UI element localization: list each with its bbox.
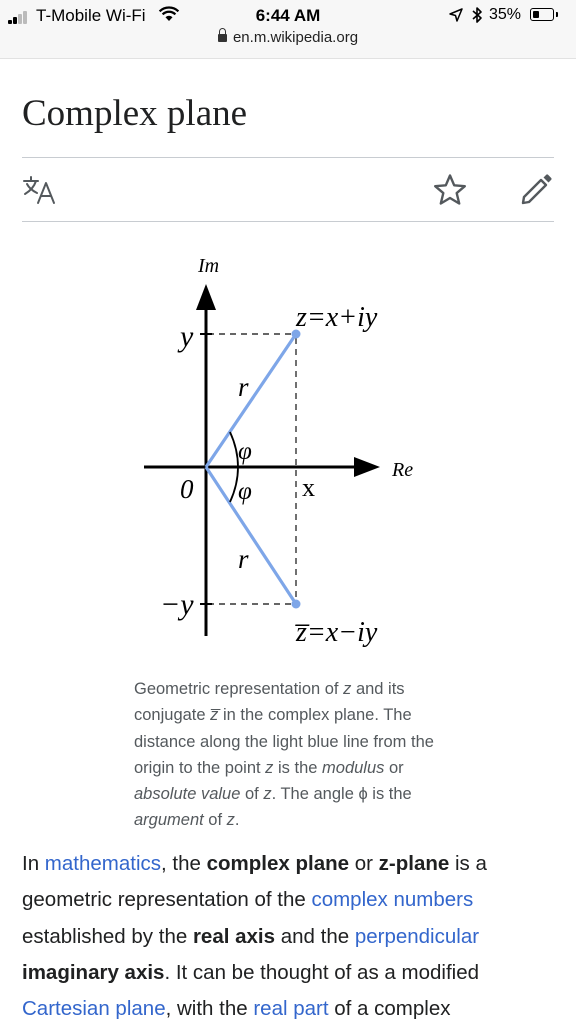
figure-caption: Geometric representation of z and its co… (134, 680, 434, 830)
wifi-icon (158, 6, 180, 21)
clock: 6:44 AM (255, 6, 321, 25)
carrier-name: T-Mobile Wi-Fi (36, 6, 146, 25)
z-bar-point (291, 599, 301, 609)
r-bottom-label: r (238, 544, 249, 574)
signal-strength-icon (8, 10, 32, 24)
im-axis-label: Im (197, 255, 219, 277)
angle-arc (229, 431, 239, 503)
z-vector (204, 333, 298, 468)
complex-plane-diagram: Im Re y −y 0 x r r φ φ z=x+iy z̅=x−iy (144, 255, 413, 648)
bluetooth-icon (472, 7, 482, 23)
phi-bottom-label: φ (238, 478, 252, 505)
page-title: Complex plane (22, 93, 248, 134)
imaginary-axis-arrow (196, 284, 216, 310)
z-label: z=x+iy (295, 302, 378, 333)
pencil-icon[interactable] (519, 173, 553, 207)
url-text: en.m.wikipedia.org (232, 29, 359, 46)
z-bar-label: z̅=x−iy (295, 617, 378, 648)
star-icon[interactable] (433, 173, 467, 207)
battery-icon (530, 8, 558, 21)
link-mathematics[interactable]: mathematics (44, 852, 162, 875)
status-bar: T-Mobile Wi-Fi 6:44 AM en.m.wikipedia.or… (0, 0, 576, 59)
x-label: x (302, 473, 315, 502)
lock-icon (217, 28, 227, 42)
z-point (291, 329, 301, 339)
link-cartesian-plane[interactable]: Cartesian plane (22, 997, 166, 1021)
title-divider (22, 157, 554, 158)
language-icon[interactable] (22, 173, 56, 207)
link-perpendicular[interactable]: perpendicular (354, 924, 480, 948)
address-bar[interactable]: en.m.wikipedia.org (0, 28, 576, 46)
z-bar-vector (204, 466, 298, 605)
location-arrow-icon (449, 8, 463, 22)
real-axis-arrow (354, 457, 380, 477)
link-complex-numbers[interactable]: complex numbers (311, 888, 474, 912)
battery-percentage: 35% (489, 6, 522, 23)
neg-y-label: −y (160, 588, 194, 621)
toolbar-divider (22, 221, 554, 222)
article-paragraph: In mathematics, the complex plane or z-p… (22, 852, 487, 1021)
re-axis-label: Re (391, 459, 413, 481)
y-label: y (177, 320, 194, 353)
battery-fill (533, 11, 539, 18)
r-top-label: r (238, 372, 249, 402)
phi-top-label: φ (238, 438, 252, 465)
link-real-part[interactable]: real part (253, 997, 329, 1021)
origin-label: 0 (180, 474, 194, 504)
